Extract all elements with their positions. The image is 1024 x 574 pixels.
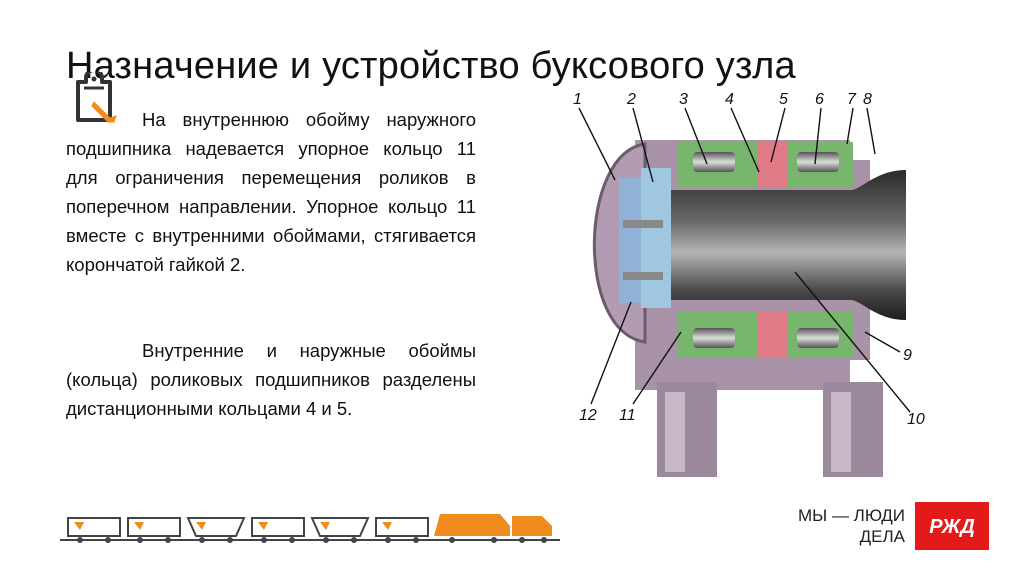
axle-box-diagram: 1 2 3 4 5 6 7 8 9 10 11 12 [545,82,945,502]
slogan-line-2: ДЕЛА [775,526,905,547]
bolt-top [623,220,663,228]
label-2: 2 [626,91,636,108]
slogan: МЫ — ЛЮДИ ДЕЛА [775,505,905,547]
label-7: 7 [847,91,857,108]
label-9: 9 [903,347,912,364]
label-1: 1 [573,91,582,108]
bearing-top [677,142,853,188]
label-4: 4 [725,91,734,108]
slogan-line-1: МЫ — ЛЮДИ [775,505,905,526]
paragraph-thrust-ring: На внутреннюю обойму наружного подшипник… [66,105,476,279]
bolt-bottom [623,272,663,280]
retaining-plate [619,178,641,303]
label-3: 3 [679,91,688,108]
rzd-logo: РЖД [915,502,989,550]
label-12: 12 [579,407,597,424]
label-8: 8 [863,91,872,108]
label-6: 6 [815,91,824,108]
label-10: 10 [907,411,925,428]
bearing-bottom [677,312,853,358]
crown-nut [641,168,671,308]
axle-journal [671,170,906,320]
rzd-logo-text: РЖД [929,516,975,538]
train-icon [60,508,560,548]
paragraph-rings: Внутренние и наружные обоймы (кольца) ро… [66,336,476,423]
label-11: 11 [619,407,636,424]
label-5: 5 [779,91,788,108]
